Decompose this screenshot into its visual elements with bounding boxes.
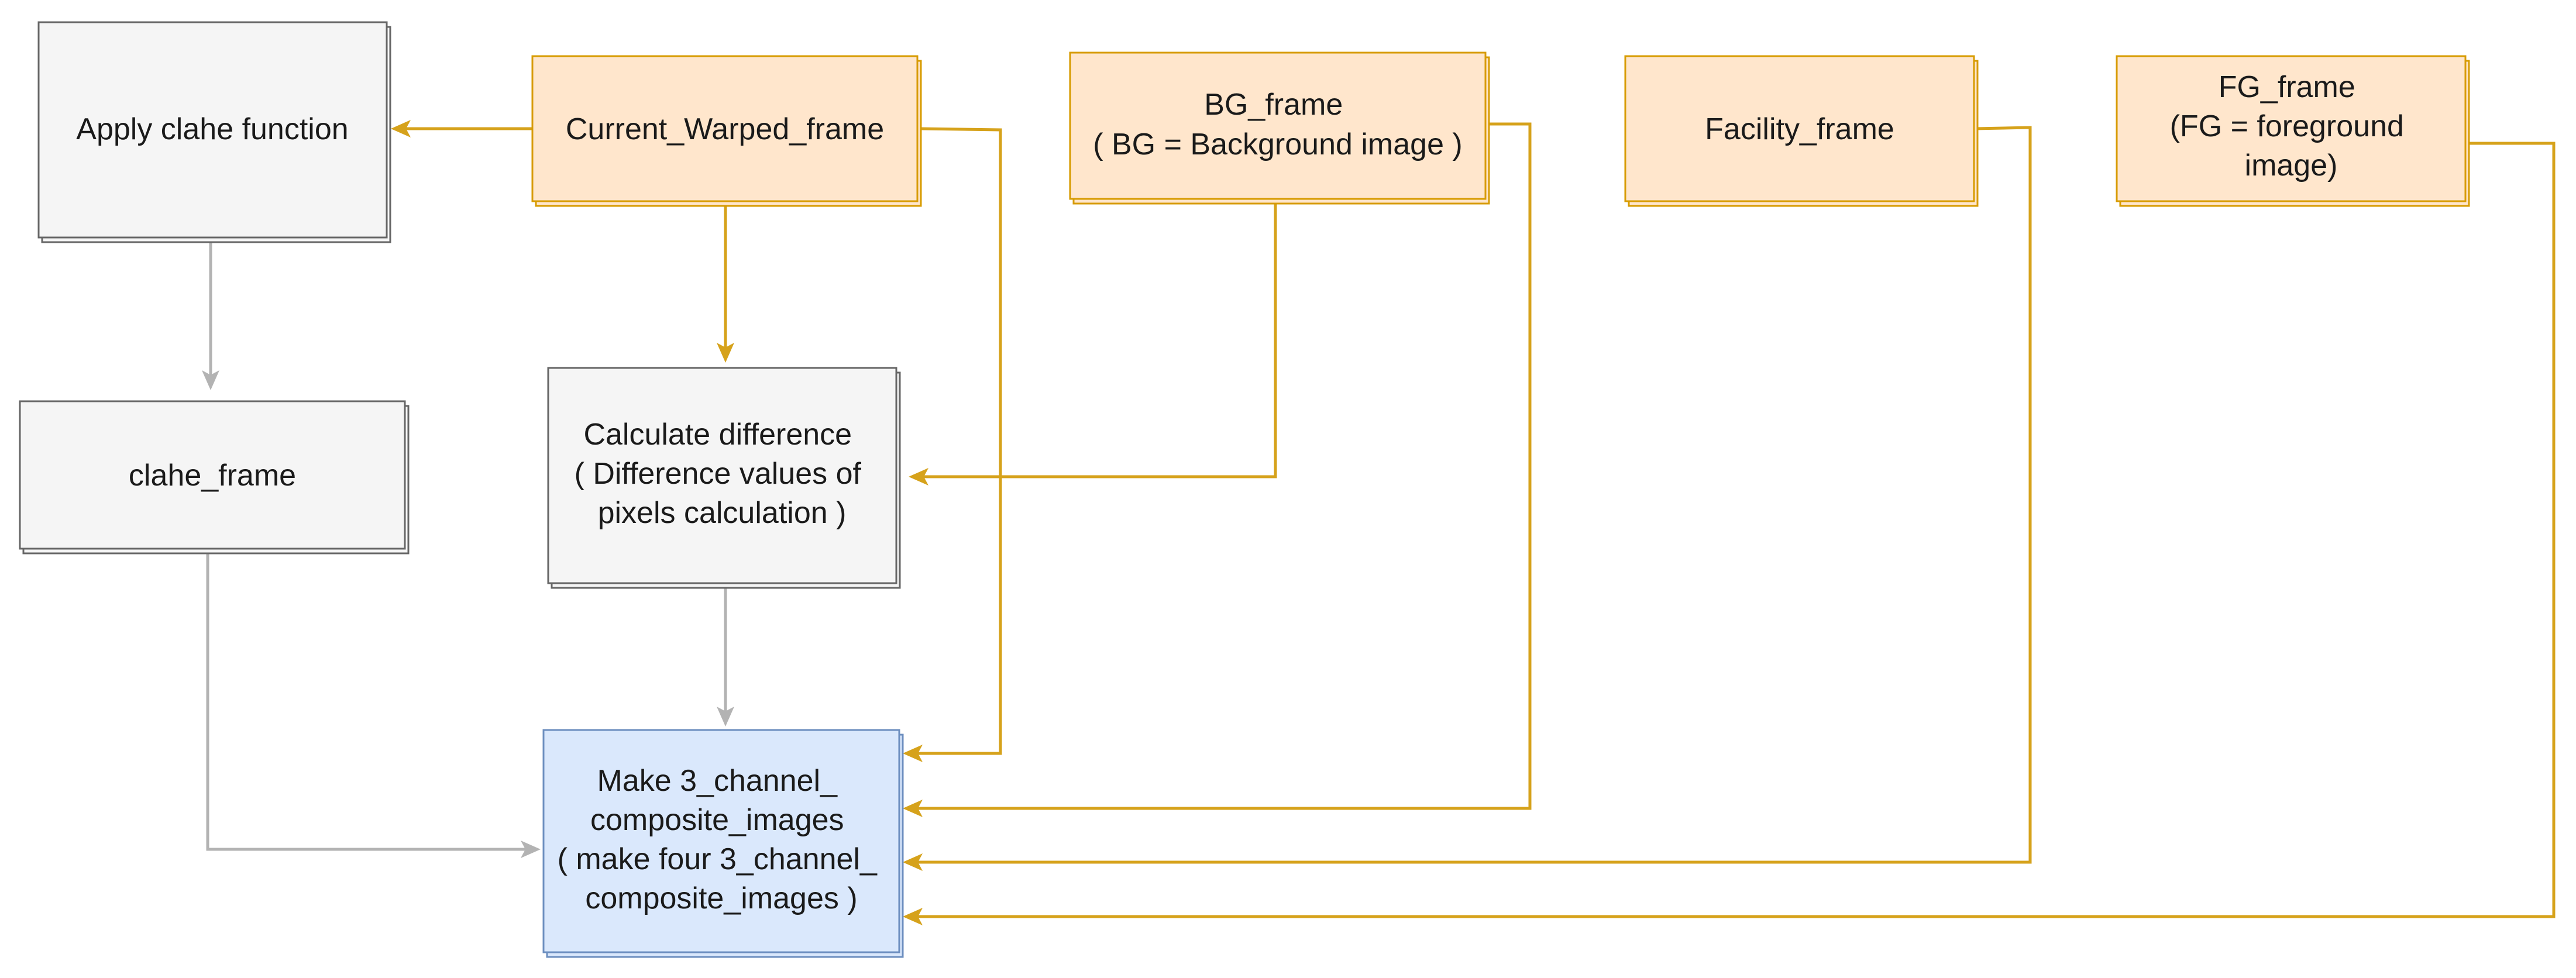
fg-frame-node: FG_frame (FG = foreground image)	[2116, 55, 2470, 207]
arrowhead-make-composite-left	[521, 841, 541, 858]
apply-clahe-node: Apply clahe function	[37, 21, 391, 243]
arrowhead-calc-diff-top	[717, 343, 734, 363]
arrowhead-clahe-frame	[202, 370, 219, 390]
clahe-frame-label: clahe_frame	[129, 459, 296, 493]
bg-frame-label: BG_frame ( BG = Background image )	[1093, 88, 1463, 161]
fg-frame-label: FG_frame (FG = foreground image)	[2170, 70, 2413, 182]
edge-current-warped-to-make-composite	[916, 127, 1002, 755]
connectors	[202, 120, 2556, 925]
apply-clahe-label: Apply clahe function	[76, 112, 348, 146]
arrowhead-make-composite-1	[903, 745, 923, 762]
arrowhead-make-composite-top	[717, 707, 734, 726]
edge-bg-frame-to-make-composite	[916, 122, 1532, 810]
arrowhead-make-composite-2	[903, 800, 923, 817]
edge-fg-frame-to-make-composite	[916, 142, 2556, 918]
make-composite-images-node: Make 3_channel_ composite_images ( make …	[542, 729, 904, 958]
current-warped-frame-node: Current_Warped_frame	[531, 55, 922, 207]
calculate-difference-node: Calculate difference ( Difference values…	[547, 367, 901, 589]
edge-clahe-frame-to-make-composite	[206, 551, 528, 851]
bg-frame-node: BG_frame ( BG = Background image )	[1069, 51, 1490, 205]
arrowhead-make-composite-3	[903, 853, 923, 871]
make-composite-images-label: Make 3_channel_ composite_images ( make …	[558, 764, 886, 915]
edge-bg-frame-to-calc-diff	[921, 202, 1277, 478]
arrowhead-make-composite-4	[903, 908, 923, 925]
arrowhead-apply-clahe	[391, 120, 411, 137]
facility-frame-label: Facility_frame	[1705, 112, 1894, 146]
current-warped-frame-label: Current_Warped_frame	[566, 112, 884, 146]
clahe-frame-node: clahe_frame	[19, 400, 410, 555]
arrowhead-calc-diff-right	[909, 468, 928, 485]
facility-frame-node: Facility_frame	[1624, 55, 1979, 207]
calculate-difference-label: Calculate difference ( Difference values…	[575, 418, 870, 530]
edge-facility-frame-to-make-composite	[916, 126, 2032, 864]
